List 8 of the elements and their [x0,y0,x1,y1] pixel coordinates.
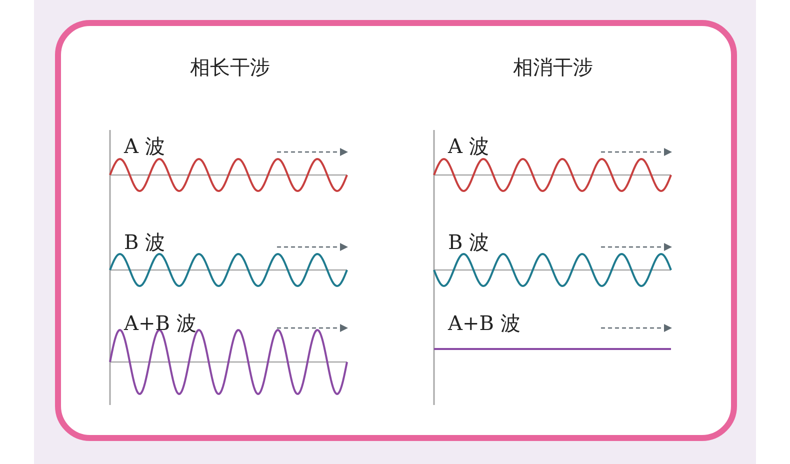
wave-label: A 波 [124,134,165,158]
wave-label: A+B 波 [448,311,520,335]
wave-label: A 波 [448,134,489,158]
wave-label: B 波 [448,230,490,254]
wave-label: A+B 波 [124,311,196,335]
panel-title: 相消干涉 [513,55,593,79]
panel-title: 相长干涉 [190,55,270,79]
wave-label: B 波 [124,230,166,254]
